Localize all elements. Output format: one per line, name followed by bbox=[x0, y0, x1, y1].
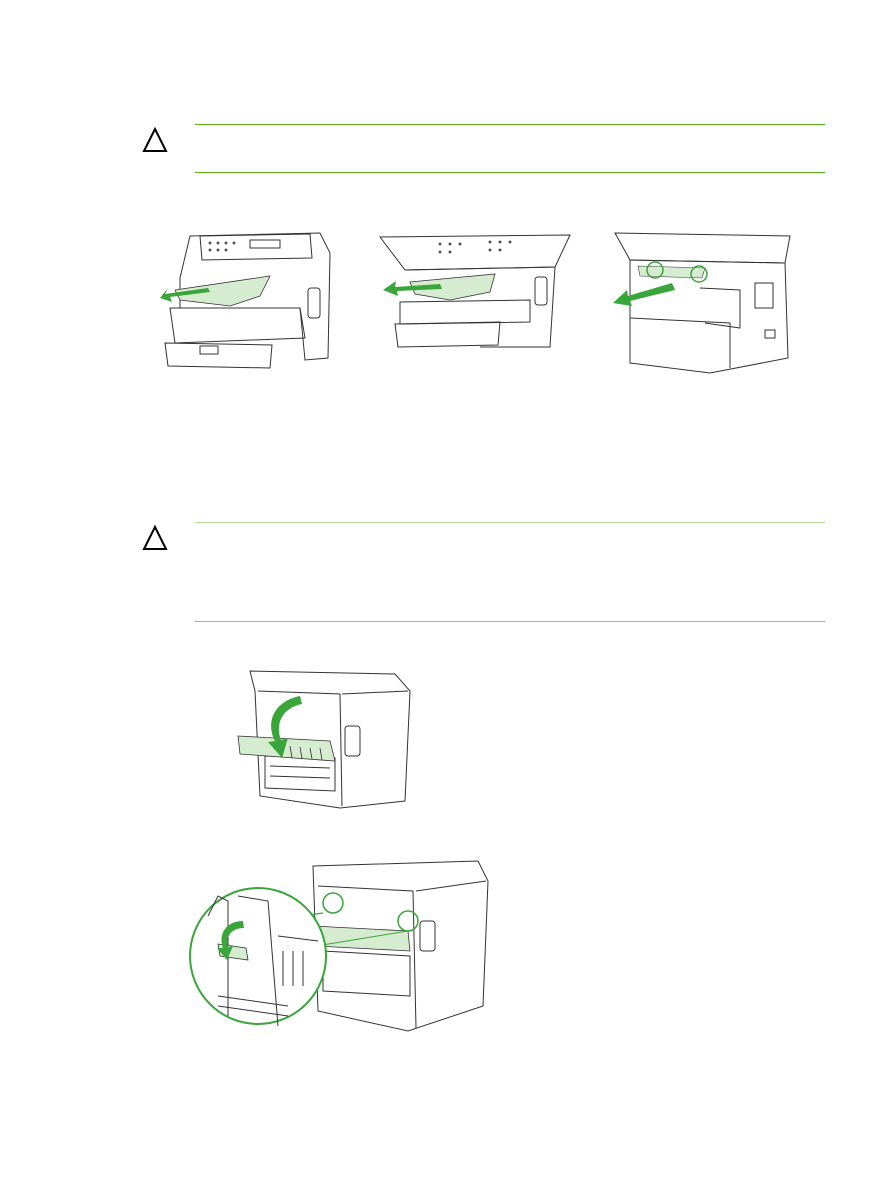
caution-rule-top bbox=[195, 124, 825, 125]
caution-rule-bottom-2 bbox=[195, 621, 825, 622]
caution-triangle-icon bbox=[142, 524, 168, 550]
figure-remove-paper-output-3 bbox=[613, 232, 791, 374]
caution-triangle-icon bbox=[142, 126, 168, 152]
figure-remove-paper-output-2 bbox=[379, 234, 571, 348]
figure-release-levers bbox=[189, 860, 489, 1032]
figure-remove-paper-output-1 bbox=[160, 232, 331, 369]
caution-rule-top-2 bbox=[195, 522, 825, 523]
caution-rule-bottom bbox=[195, 172, 825, 173]
figure-open-rear-door bbox=[237, 670, 411, 809]
